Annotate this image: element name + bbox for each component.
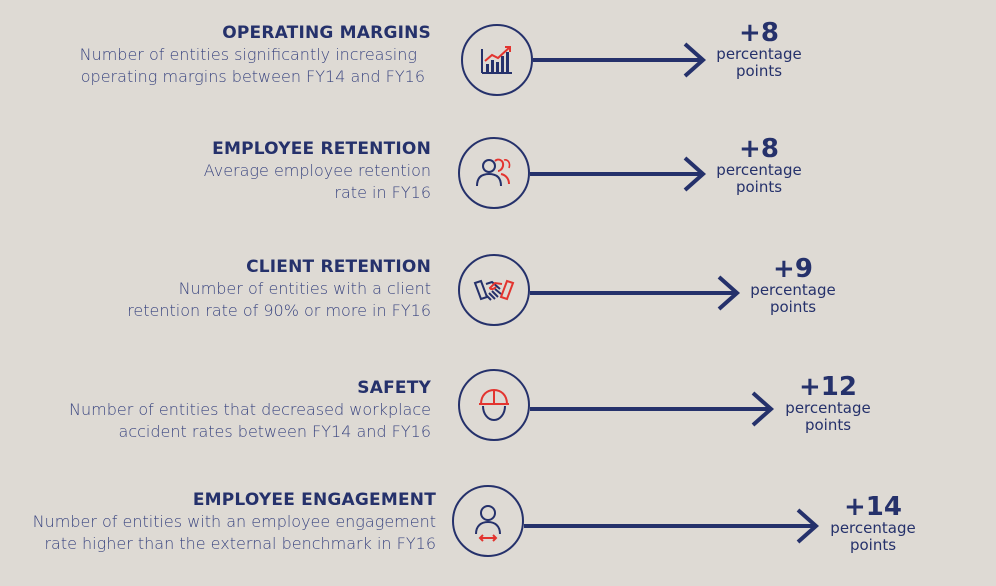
metric-unit-line1: percentage [785,399,871,417]
metric-icon-circle [458,369,530,441]
metric-desc-line1: Number of entities that decreased workpl… [69,400,431,419]
people-icon [476,158,511,187]
metric-arrow [524,508,820,544]
metric-desc-line2: rate higher than the external benchmark … [44,534,436,553]
metric-value: +9 [773,254,813,284]
metric-arrow [530,156,707,192]
hard-hat-icon [479,388,509,422]
metric-icon-circle [458,254,530,326]
bar-chart-icon [481,46,512,74]
metric-value-block: +12 percentage points [780,374,876,434]
metric-value-block: +8 percentage points [711,20,807,80]
metric-desc-line1: Average employee retention [203,161,431,180]
metric-unit-line1: percentage [716,45,802,63]
metric-icon-circle [461,24,533,96]
metric-unit-line2: points [804,416,852,434]
metric-value-block: +14 percentage points [825,494,921,554]
metric-title: CLIENT RETENTION [246,257,431,277]
metric-unit-line1: percentage [830,519,916,537]
metric-title: EMPLOYEE RETENTION [212,139,431,159]
metric-desc-line2: rate in FY16 [334,183,431,202]
metric-text: EMPLOYEE RETENTION Average employee rete… [204,138,431,204]
metric-value: +8 [739,134,779,164]
metric-desc-line1: Number of entities significantly increas… [79,45,417,64]
metric-text: EMPLOYEE ENGAGEMENT Number of entities w… [33,489,436,555]
metric-desc-line1: Number of entities with an employee enga… [32,512,436,531]
metric-title: SAFETY [357,378,431,398]
person-icon [475,505,501,542]
metric-value: +12 [799,372,857,402]
metric-title: EMPLOYEE ENGAGEMENT [192,490,436,510]
handshake-icon [473,279,515,301]
metric-unit-line2: points [735,178,783,196]
metric-unit-line1: percentage [716,161,802,179]
metric-icon-circle [458,137,530,209]
metric-unit-line2: points [769,298,817,316]
metric-desc-line2: retention rate of 90% or more in FY16 [127,301,431,320]
metric-desc-line1: Number of entities with a client [178,279,431,298]
metric-value-block: +8 percentage points [711,136,807,196]
metric-arrow [530,275,741,311]
metric-title: OPERATING MARGINS [222,23,431,43]
metric-desc-line2: accident rates between FY14 and FY16 [118,422,431,441]
metric-unit-line2: points [849,536,897,554]
metric-text: CLIENT RETENTION Number of entities with… [127,256,431,322]
metric-icon-circle [452,485,524,557]
metric-arrow [530,391,775,427]
metric-desc-line2: operating margins between FY14 and FY16 [80,67,425,86]
metric-value-block: +9 percentage points [745,256,841,316]
metric-unit-line2: points [735,62,783,80]
metric-arrow [533,42,707,78]
metric-text: SAFETY Number of entities that decreased… [69,377,431,443]
metric-value: +8 [739,18,779,48]
metric-text: OPERATING MARGINS Number of entities sig… [80,22,431,88]
metric-value: +14 [844,492,902,522]
metric-unit-line1: percentage [750,281,836,299]
